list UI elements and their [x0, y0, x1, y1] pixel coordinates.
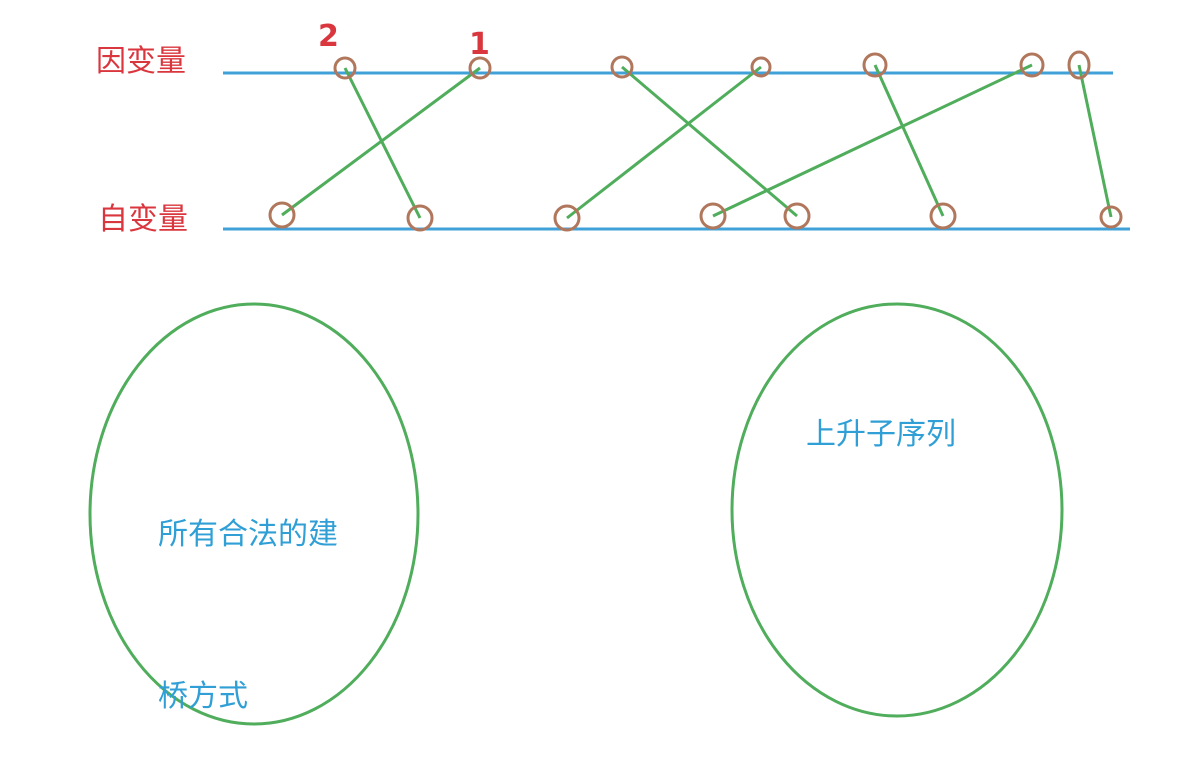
bridge-edge: [343, 67, 422, 219]
bridge-edge: [873, 64, 945, 217]
bottom-node: [1099, 205, 1123, 229]
bottom-node: [783, 202, 811, 230]
all-bridge-methods-text: 所有合法的建 桥方式: [158, 400, 338, 778]
top-node: [333, 56, 357, 80]
bottom-node: [268, 201, 296, 229]
independent-variable-label: 自变量: [98, 202, 188, 237]
bottom-node: [406, 204, 434, 232]
dependent-nodes: [333, 50, 1091, 80]
all-bridge-methods-set: [88, 302, 420, 726]
bridge-edge: [1077, 64, 1113, 218]
bridge-edge: [712, 63, 1033, 218]
marker-1: 1: [469, 27, 490, 62]
bottom-node: [553, 204, 581, 232]
increasing-subsequence-set: [730, 302, 1064, 718]
dependent-variable-label: 因变量: [96, 44, 186, 79]
top-node: [1019, 52, 1045, 78]
top-node: [468, 56, 492, 80]
increasing-subsequence-text: 上升子序列: [806, 417, 956, 452]
top-node: [1067, 50, 1091, 80]
top-node: [750, 56, 772, 78]
marker-2: 2: [318, 19, 339, 54]
bottom-node: [699, 202, 727, 230]
top-node: [610, 55, 634, 79]
top-node: [862, 52, 888, 78]
independent-nodes: [268, 201, 1123, 232]
all-bridge-methods-line1: 所有合法的建: [158, 517, 338, 552]
bridge-edge: [621, 65, 798, 218]
bottom-node: [929, 202, 957, 230]
all-bridge-methods-line2: 桥方式: [158, 679, 248, 714]
bridge-edge: [566, 65, 762, 220]
bridge-edges: [281, 63, 1113, 220]
